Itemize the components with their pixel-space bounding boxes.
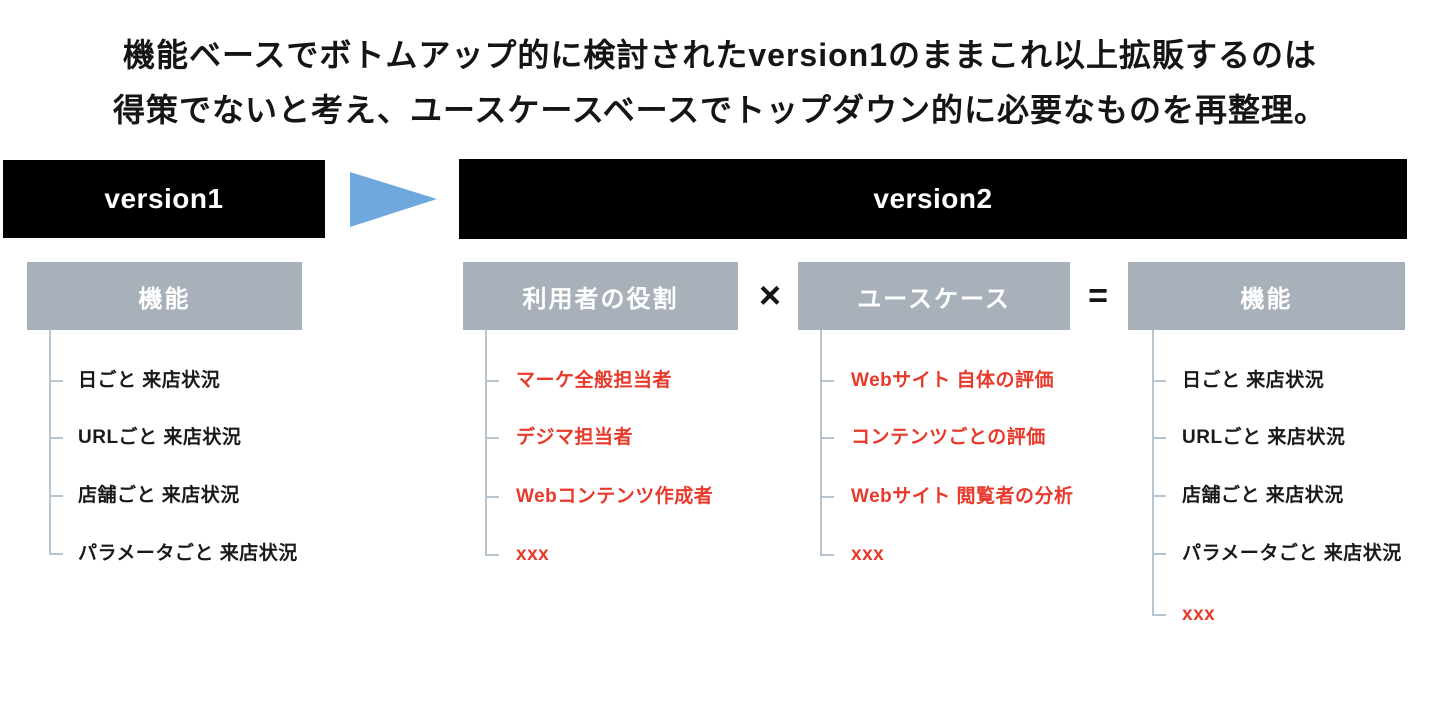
tree-item: 店舗ごと 来店状況 — [1182, 485, 1344, 506]
category-label: 機能 — [1240, 285, 1293, 313]
tree-item: コンテンツごとの評価 — [851, 427, 1046, 448]
tree-branch — [820, 496, 834, 498]
tree-item: xxx — [1182, 604, 1216, 625]
category-box-feature-v1: 機能 — [27, 262, 302, 330]
tree-branch — [485, 554, 499, 556]
tree-item: 日ごと 来店状況 — [1182, 370, 1325, 391]
tree-item: 日ごと 来店状況 — [78, 370, 221, 391]
tree-branch — [1152, 380, 1166, 382]
tree-item: パラメータごと 来店状況 — [78, 543, 298, 564]
tree-item: xxx — [851, 544, 885, 565]
category-box-use-cases: ユースケース — [798, 262, 1070, 330]
tree-item: デジマ担当者 — [516, 427, 634, 448]
equals-operator: = — [1088, 276, 1108, 315]
tree-line — [485, 330, 487, 556]
tree-branch — [1152, 437, 1166, 439]
multiply-operator: × — [758, 274, 782, 317]
tree-branch — [1152, 614, 1166, 616]
tree-line — [49, 330, 51, 555]
tree-item: マーケ全般担当者 — [516, 370, 673, 391]
category-label: 機能 — [138, 285, 191, 313]
version1-header-label: version1 — [104, 183, 224, 214]
tree-branch — [820, 554, 834, 556]
category-label: 利用者の役割 — [522, 285, 679, 313]
tree-branch — [49, 437, 63, 439]
tree-item: Webサイト 自体の評価 — [851, 370, 1055, 391]
tree-branch — [485, 496, 499, 498]
category-box-user-roles: 利用者の役割 — [463, 262, 738, 330]
page-title: 機能ベースでボトムアップ的に検討されたversion1のままこれ以上拡販するのは… — [0, 28, 1440, 138]
tree-line — [820, 330, 822, 556]
title-line-2: 得策でないと考え、ユースケースベースでトップダウン的に必要なものを再整理。 — [113, 92, 1327, 128]
version2-header-label: version2 — [873, 183, 993, 214]
tree-item: URLごと 来店状況 — [1182, 427, 1346, 448]
tree-item: 店舗ごと 来店状況 — [78, 485, 240, 506]
tree-item: URLごと 来店状況 — [78, 427, 242, 448]
category-label: ユースケース — [857, 285, 1011, 313]
title-line-1: 機能ベースでボトムアップ的に検討されたversion1のままこれ以上拡販するのは — [122, 37, 1318, 73]
tree-branch — [49, 380, 63, 382]
category-box-feature-v2: 機能 — [1128, 262, 1405, 330]
tree-item: xxx — [516, 544, 550, 565]
tree-line — [1152, 330, 1154, 616]
tree-branch — [49, 553, 63, 555]
right-arrow-icon — [350, 172, 437, 227]
tree-branch — [485, 380, 499, 382]
tree-branch — [1152, 495, 1166, 497]
version2-header-box: version2 — [459, 159, 1407, 239]
tree-item: パラメータごと 来店状況 — [1182, 543, 1402, 564]
tree-branch — [820, 437, 834, 439]
tree-branch — [49, 495, 63, 497]
tree-branch — [820, 380, 834, 382]
tree-item: Webコンテンツ作成者 — [516, 486, 714, 507]
version1-header-box: version1 — [3, 160, 325, 238]
tree-item: Webサイト 閲覧者の分析 — [851, 486, 1074, 507]
tree-branch — [485, 437, 499, 439]
tree-branch — [1152, 553, 1166, 555]
